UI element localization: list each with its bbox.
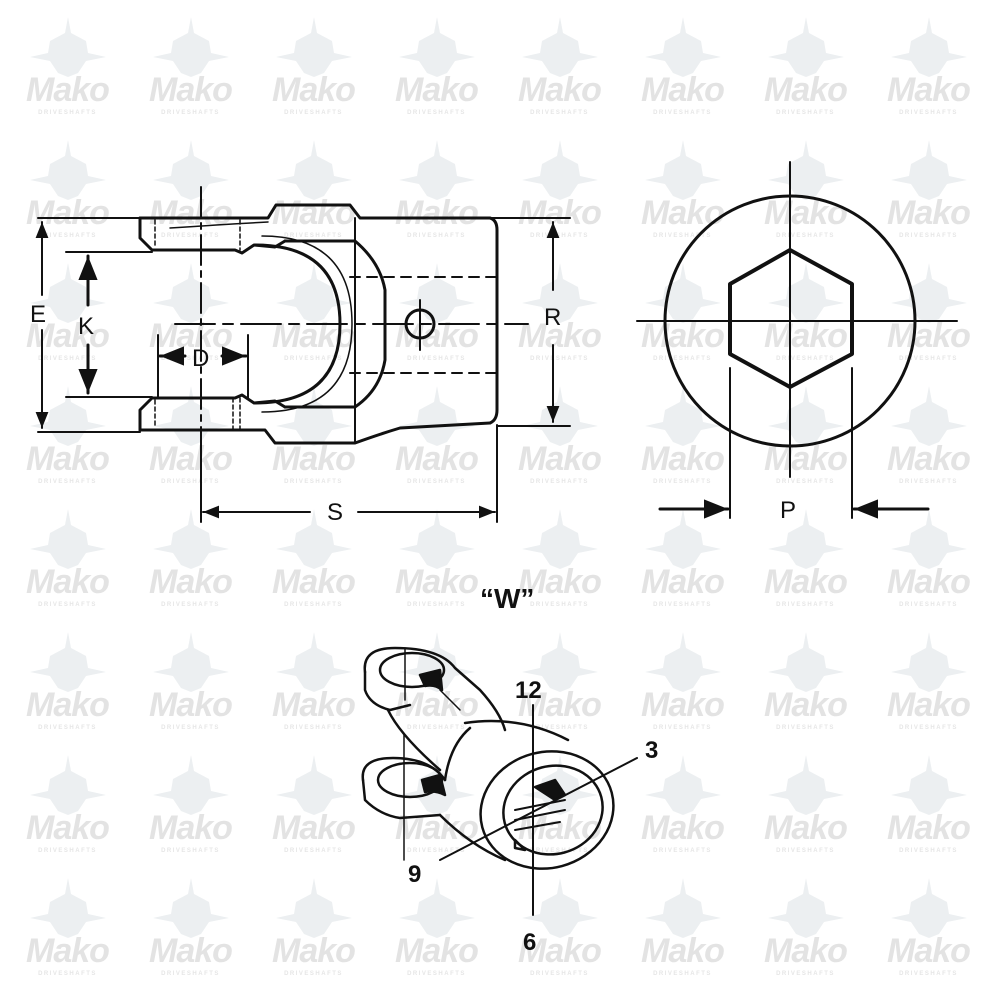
- end-view: [636, 161, 958, 519]
- hub-outline-circle: [663, 194, 917, 448]
- clock-label-12: 12: [515, 677, 542, 704]
- dim-label-K: K: [78, 313, 94, 340]
- clock-axis-diagonal: [439, 757, 638, 861]
- dim-label-E: E: [30, 301, 46, 328]
- isometric-view: [361, 646, 638, 916]
- hub-face-inner: [502, 764, 604, 856]
- side-view: [35, 186, 571, 523]
- dim-label-P: P: [780, 497, 796, 524]
- hex-bore: [728, 248, 854, 389]
- fork-inner-u: [253, 243, 342, 405]
- clock-label-9: 9: [408, 861, 421, 888]
- clock-label-6: 6: [523, 929, 536, 956]
- dim-label-D: D: [192, 345, 209, 372]
- hub-face-outer: [479, 750, 615, 870]
- dim-label-R: R: [544, 304, 561, 331]
- dim-label-S: S: [327, 499, 343, 526]
- isometric-view-title: “W”: [480, 583, 534, 614]
- clock-label-3: 3: [645, 737, 658, 764]
